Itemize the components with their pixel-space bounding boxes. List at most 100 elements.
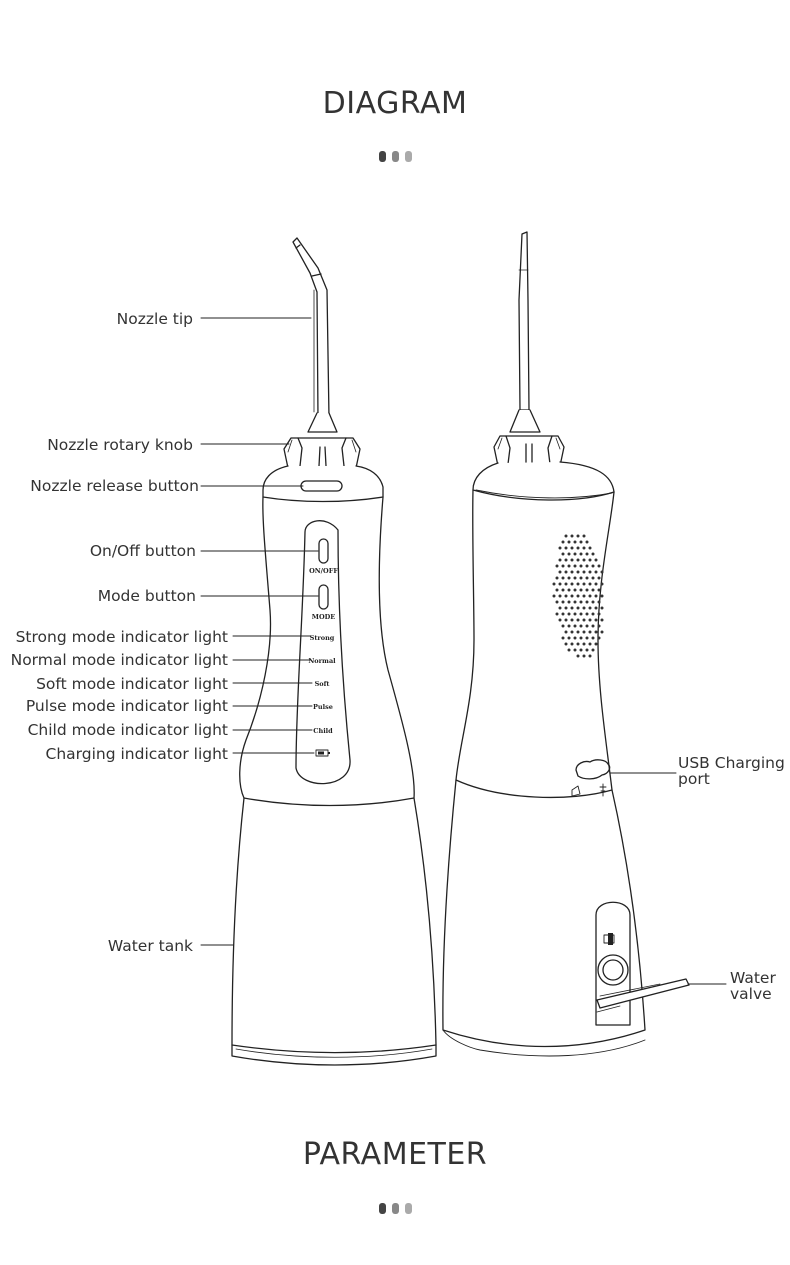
tap-icon xyxy=(571,785,581,797)
speaker-dot xyxy=(558,570,562,574)
speaker-dot xyxy=(582,546,586,550)
speaker-dot xyxy=(579,600,583,604)
label-usb-line1: USB Charging xyxy=(678,754,785,772)
speaker-dot xyxy=(585,612,589,616)
speaker-dot xyxy=(567,540,571,544)
speaker-dot xyxy=(591,636,595,640)
speaker-dot xyxy=(594,594,598,598)
label-on-off-button: On/Off button xyxy=(89,542,196,560)
speaker-dot xyxy=(573,564,577,568)
speaker-dot xyxy=(576,546,580,550)
speaker-dot xyxy=(555,600,559,604)
speaker-dot xyxy=(588,582,592,586)
speaker-dot xyxy=(600,618,604,622)
speaker-dot xyxy=(561,540,565,544)
speaker-dot xyxy=(579,576,583,580)
speaker-dot xyxy=(579,588,583,592)
speaker-dot xyxy=(594,570,598,574)
speaker-dot xyxy=(567,624,571,628)
speaker-dot xyxy=(588,606,592,610)
speaker-dot xyxy=(558,594,562,598)
speaker-dot xyxy=(558,582,562,586)
speaker-dot xyxy=(579,648,583,652)
back-head xyxy=(472,461,615,501)
speaker-dot xyxy=(585,552,589,556)
pager-dot xyxy=(378,1203,386,1214)
speaker-dot xyxy=(561,552,565,556)
speaker-dot xyxy=(591,600,595,604)
speaker-dot xyxy=(594,558,598,562)
speaker-dot xyxy=(597,636,601,640)
speaker-dot xyxy=(591,612,595,616)
pager-dot xyxy=(404,1203,412,1214)
speaker-dot xyxy=(600,630,604,634)
speaker-dot xyxy=(579,540,583,544)
speaker-dot xyxy=(567,576,571,580)
speaker-dot xyxy=(597,564,601,568)
label-valve-line2: valve xyxy=(730,985,772,1003)
speaker-dot xyxy=(591,624,595,628)
speaker-dot xyxy=(573,612,577,616)
speaker-dot xyxy=(570,642,574,646)
front-mode-button xyxy=(318,584,329,610)
speaker-dot xyxy=(579,612,583,616)
back-rotary-knob xyxy=(493,435,565,467)
strong-text: Strong xyxy=(310,634,335,642)
label-strong-mode: Strong mode indicator light xyxy=(15,628,228,646)
pager-dots-bottom xyxy=(0,1203,790,1214)
speaker-dot xyxy=(555,564,559,568)
speaker-dot xyxy=(561,588,565,592)
mode-text: MODE xyxy=(312,613,335,621)
speaker-dot xyxy=(570,570,574,574)
back-view-device xyxy=(442,231,690,1057)
speaker-dot xyxy=(579,552,583,556)
valve-lock-icon xyxy=(603,933,615,945)
front-control-panel xyxy=(295,520,351,785)
speaker-dot xyxy=(555,576,559,580)
pager-dot xyxy=(378,151,386,162)
speaker-dot xyxy=(552,594,556,598)
leader-lines xyxy=(200,317,727,985)
speaker-dot xyxy=(582,570,586,574)
speaker-dot xyxy=(588,618,592,622)
speaker-dot xyxy=(585,600,589,604)
speaker-dot xyxy=(567,564,571,568)
usb-port xyxy=(575,759,611,780)
speaker-dot xyxy=(585,576,589,580)
label-water-tank: Water tank xyxy=(107,937,193,955)
speaker-dot xyxy=(576,594,580,598)
speaker-dot xyxy=(597,576,601,580)
front-rotary-knob xyxy=(283,437,361,469)
speaker-dot xyxy=(564,534,568,538)
speaker-dot xyxy=(567,588,571,592)
speaker-dot xyxy=(588,630,592,634)
pager-dot xyxy=(391,1203,399,1214)
speaker-dot xyxy=(570,546,574,550)
speaker-dot xyxy=(585,540,589,544)
pulse-text: Pulse xyxy=(313,703,333,711)
speaker-dot xyxy=(576,570,580,574)
speaker-dot xyxy=(582,654,586,658)
speaker-dot xyxy=(585,624,589,628)
speaker-dot xyxy=(573,588,577,592)
speaker-grille-dots xyxy=(552,534,604,658)
speaker-dot xyxy=(591,648,595,652)
label-nozzle-rotary-knob: Nozzle rotary knob xyxy=(47,436,193,454)
speaker-dot xyxy=(579,564,583,568)
speaker-dot xyxy=(591,576,595,580)
speaker-dot xyxy=(567,600,571,604)
speaker-dot xyxy=(564,642,568,646)
speaker-dot xyxy=(570,630,574,634)
speaker-dot xyxy=(597,588,601,592)
soft-text: Soft xyxy=(315,680,330,688)
child-text: Child xyxy=(313,727,333,735)
label-charging-light: Charging indicator light xyxy=(45,745,229,763)
speaker-dot xyxy=(582,534,586,538)
speaker-dot xyxy=(564,582,568,586)
speaker-dot xyxy=(561,612,565,616)
speaker-dot xyxy=(561,624,565,628)
battery-icon xyxy=(315,749,330,757)
back-body xyxy=(455,489,615,799)
speaker-dot xyxy=(576,630,580,634)
speaker-dot xyxy=(570,618,574,622)
